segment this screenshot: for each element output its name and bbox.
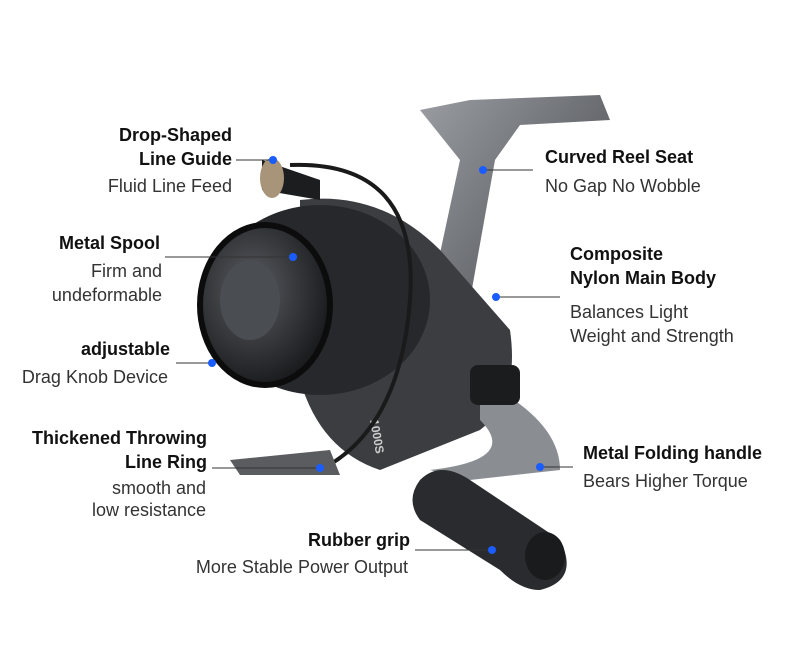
callout-desc-handle: Bears Higher Torque (583, 471, 748, 491)
callout-title-drag: adjustable (80, 339, 170, 359)
handle-knob-base (470, 365, 520, 405)
marker-dot (269, 156, 277, 164)
callout-title-grip: Rubber grip (308, 530, 410, 550)
callout-title-reel-seat: Curved Reel Seat (545, 147, 694, 167)
marker-dot (289, 253, 297, 261)
marker-dot (316, 464, 324, 472)
marker-dot (488, 546, 496, 554)
callout-title-spool: Metal Spool (58, 233, 160, 253)
handle-arm (430, 380, 560, 480)
callout-desc-reel-seat: No Gap No Wobble (545, 176, 701, 196)
callout-desc-drag: Drag Knob Device (21, 367, 168, 387)
marker-dot (208, 359, 216, 367)
throwing-ring (230, 450, 340, 475)
callout-desc-grip: More Stable Power Output (195, 557, 408, 577)
marker-dot (492, 293, 500, 301)
bail-wire (289, 162, 413, 472)
marker-dot (479, 166, 487, 174)
callout-title-handle: Metal Folding handle (583, 443, 762, 463)
marker-dot (536, 463, 544, 471)
callout-desc-line-guide: Fluid Line Feed (107, 176, 232, 196)
